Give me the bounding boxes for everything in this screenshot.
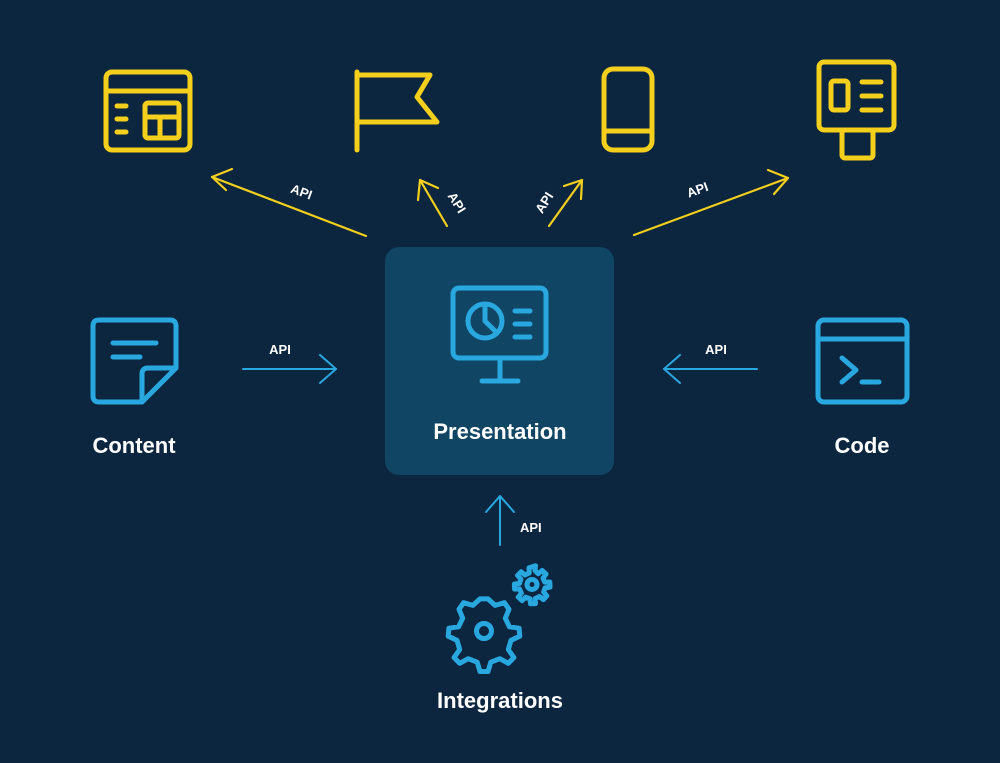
flag-icon <box>354 69 440 153</box>
output-api-label-3: API <box>532 189 556 215</box>
output-arrow-website <box>210 167 368 238</box>
gears-icon <box>445 563 553 674</box>
hub-label: Presentation <box>433 419 566 444</box>
small-gear-hub <box>524 577 540 592</box>
integrations-api-label: API <box>520 520 542 535</box>
kiosk-display-icon <box>816 59 897 161</box>
input-node-code: Code <box>815 317 910 458</box>
output-arrow-kiosk <box>632 168 790 237</box>
output-arrow-mobile <box>547 178 584 228</box>
website-layout-icon <box>103 69 193 153</box>
input-arrow-content <box>242 354 337 384</box>
content-label: Content <box>92 433 176 458</box>
input-arrow-integrations <box>485 495 515 546</box>
integrations-label: Integrations <box>437 688 563 713</box>
code-api-label: API <box>705 342 727 357</box>
input-node-integrations: Integrations <box>437 563 563 713</box>
output-api-label-1: API <box>289 181 314 203</box>
code-label: Code <box>835 433 890 458</box>
output-api-label-4: API <box>685 179 710 201</box>
sticky-note-icon <box>90 317 179 405</box>
small-gear <box>511 563 553 607</box>
terminal-window-icon <box>815 317 910 405</box>
input-node-content: Content <box>90 317 179 458</box>
content-api-label: API <box>269 342 291 357</box>
large-gear-hub <box>474 621 494 641</box>
mobile-phone-icon <box>601 66 655 153</box>
presentation-hub: Presentation <box>385 247 614 475</box>
monitor-pie-chart-icon <box>450 285 549 384</box>
output-arrow-flag <box>416 178 449 228</box>
output-api-label-2: API <box>445 189 469 215</box>
input-arrow-code <box>663 354 758 384</box>
large-gear <box>445 596 523 674</box>
